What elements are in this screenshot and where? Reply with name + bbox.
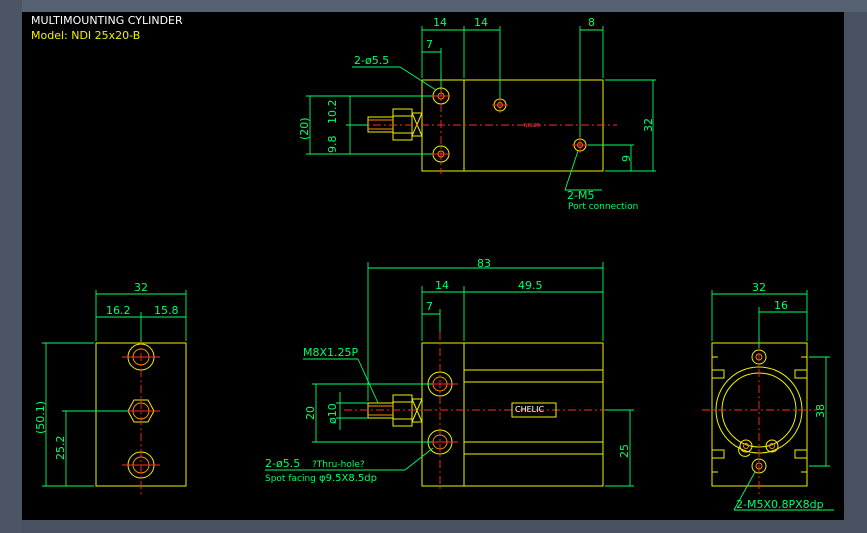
callout-front-spot-value: φ9.5X8.5dp — [319, 473, 377, 484]
dim-top-32: 32 — [642, 118, 655, 132]
dim-end-16: 16 — [774, 299, 788, 312]
dim-front-83: 83 — [477, 257, 491, 270]
callout-front-spot-label: Spot facing — [265, 474, 316, 484]
end-view: 32 16 38 2-M5X0.8PX8dp — [702, 281, 834, 511]
dim-top-20p: (20) — [298, 117, 311, 140]
callout-end-taps: 2-M5X0.8PX8dp — [736, 498, 824, 511]
dim-front-7: 7 — [426, 300, 433, 313]
cad-canvas[interactable]: MULTIMOUNTING CYLINDER Model: NDI 25x20-… — [22, 12, 844, 520]
callout-front-thread: M8X1.25P — [303, 346, 359, 359]
front-view: CHELIC 83 14 49.5 7 20 ø10 25 M8X1.25P 2… — [265, 257, 634, 492]
dim-front-10: ø10 — [326, 403, 339, 424]
dim-front-14: 14 — [435, 279, 449, 292]
dim-side-32: 32 — [134, 281, 148, 294]
dim-top-7: 7 — [426, 38, 433, 51]
cad-drawing: MULTIMOUNTING CYLINDER Model: NDI 25x20-… — [31, 14, 834, 511]
dim-top-8: 8 — [588, 16, 595, 29]
dim-end-32: 32 — [752, 281, 766, 294]
dim-side-158: 15.8 — [154, 304, 179, 317]
dim-top-98: 9.8 — [326, 136, 339, 154]
dim-front-25: 25 — [618, 444, 631, 458]
dim-end-38: 38 — [814, 404, 827, 418]
dim-side-252: 25.2 — [54, 436, 67, 461]
dim-side-162: 16.2 — [106, 304, 131, 317]
window-frame-left — [0, 0, 22, 533]
dim-top-14a: 14 — [433, 16, 447, 29]
side-view: 32 16.2 15.8 (50.1) 25.2 — [34, 281, 187, 494]
dim-front-495: 49.5 — [518, 279, 543, 292]
callout-front-holes: 2-ø5.5 — [265, 457, 300, 470]
dim-top-14b: 14 — [474, 16, 488, 29]
callout-front-holes-note: ?Thru-hole? — [312, 460, 365, 470]
dim-top-9: 9 — [620, 155, 633, 162]
dim-front-20: 20 — [304, 406, 317, 420]
dim-side-501: (50.1) — [34, 401, 47, 434]
top-view: N0L25 14 14 8 7 (20) 10.2 9.8 32 9 — [298, 16, 656, 212]
callout-top-holes: 2-ø5.5 — [354, 54, 389, 67]
model-label: Model: NDI 25x20-B — [31, 29, 140, 42]
callout-top-port-note: Port connection — [568, 202, 638, 212]
window-frame-top — [0, 0, 867, 12]
front-brand-label: CHELIC — [515, 405, 544, 414]
callout-top-ports: 2-M5 — [567, 189, 594, 202]
dim-top-102: 10.2 — [326, 100, 339, 125]
top-view-small-label: N0L25 — [524, 123, 540, 129]
end-view-body — [711, 342, 808, 487]
drawing-title: MULTIMOUNTING CYLINDER — [31, 14, 183, 27]
